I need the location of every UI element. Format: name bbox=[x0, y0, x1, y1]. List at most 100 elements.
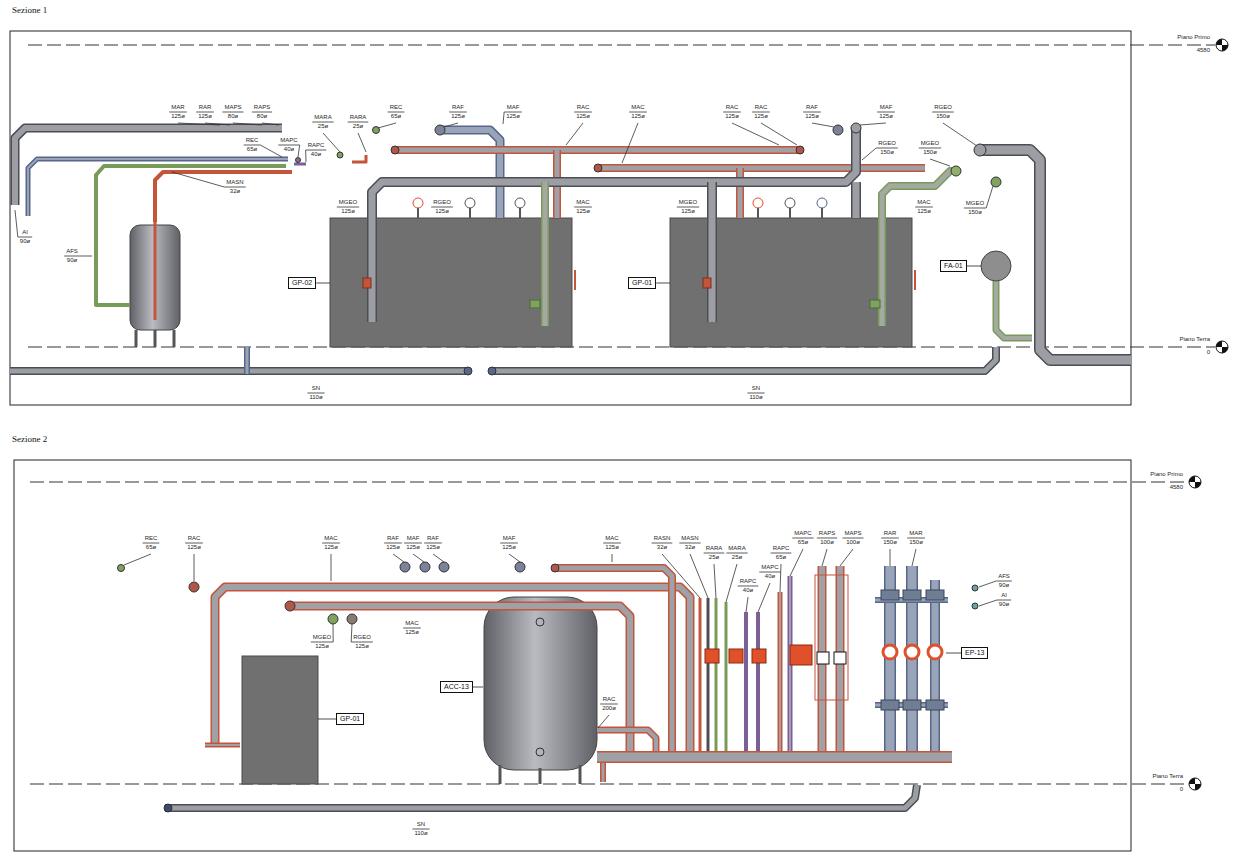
circulator-pump bbox=[705, 649, 719, 663]
pipe-end bbox=[551, 564, 559, 572]
pipe-code: SN bbox=[417, 821, 425, 828]
pipe-outline bbox=[598, 164, 925, 172]
pipe-code: RGEO bbox=[878, 140, 896, 147]
pipe-diameter: 65ø bbox=[146, 544, 156, 551]
pipe-outline bbox=[756, 612, 760, 752]
level-line bbox=[28, 45, 1215, 46]
pipe-outline bbox=[980, 150, 1131, 360]
tag-underline bbox=[278, 145, 299, 146]
section-title: Sezione 1 bbox=[12, 5, 47, 16]
pipe-outline bbox=[372, 128, 856, 322]
valve-body bbox=[926, 700, 944, 710]
pipe-body bbox=[996, 281, 1032, 338]
leader-line bbox=[233, 123, 262, 125]
pipe-diameter: 32ø bbox=[685, 544, 695, 551]
tag-underline bbox=[997, 600, 1011, 601]
leader-line bbox=[862, 148, 876, 160]
tag-underline bbox=[738, 586, 759, 587]
pipe-diameter: 125ø bbox=[405, 629, 419, 636]
tag-underline bbox=[412, 829, 429, 830]
pipe-outline bbox=[778, 592, 783, 752]
pipe-diameter: 25ø bbox=[732, 554, 742, 561]
leader-line bbox=[780, 564, 781, 592]
tag-underline bbox=[932, 112, 954, 113]
tag-underline bbox=[877, 112, 895, 113]
heat-pump-body bbox=[242, 656, 318, 784]
valve bbox=[703, 278, 711, 288]
pipe-diameter: 40ø bbox=[311, 151, 321, 158]
tag-underline bbox=[915, 207, 933, 208]
valve-body bbox=[926, 590, 944, 600]
pipe-outline bbox=[597, 730, 656, 752]
tag-underline bbox=[252, 112, 272, 113]
pipe-end bbox=[347, 614, 357, 624]
pipe-code: MAC bbox=[576, 199, 589, 206]
pipe-outline bbox=[290, 606, 630, 752]
pipe-code: AI bbox=[22, 229, 28, 236]
pipe-body bbox=[205, 744, 240, 746]
pipe-code: MAPS bbox=[844, 530, 861, 537]
pipe-diameter: 110ø bbox=[309, 394, 322, 401]
pipe-code: REC bbox=[145, 535, 158, 542]
tag-underline bbox=[64, 256, 80, 257]
pipe-outline bbox=[10, 367, 468, 375]
pipe-diameter: 150ø bbox=[883, 539, 897, 546]
leader-line bbox=[930, 159, 950, 166]
level-label: Piano Terra bbox=[1179, 336, 1210, 343]
leader-line bbox=[662, 554, 700, 598]
pipe-diameter: 125ø bbox=[879, 113, 893, 120]
tag-underline bbox=[185, 543, 203, 544]
pipe-code: MGEO bbox=[313, 634, 331, 641]
tag-leader bbox=[473, 687, 483, 688]
section-frame bbox=[14, 460, 1131, 851]
pipe-diameter: 125ø bbox=[426, 544, 440, 551]
level-label: 4580 bbox=[1170, 484, 1183, 491]
pipe-diameter: 40ø bbox=[284, 146, 294, 153]
tag-leader bbox=[316, 283, 330, 284]
pipe-body bbox=[597, 753, 952, 762]
pipe-end bbox=[851, 123, 861, 133]
pipe-code: RARA bbox=[706, 545, 723, 552]
leader-line bbox=[433, 554, 444, 562]
pipe-code: RARA bbox=[350, 114, 367, 121]
pipe-end bbox=[974, 144, 986, 156]
pipe-diameter: 125ø bbox=[631, 113, 645, 120]
pump-ring bbox=[928, 645, 942, 659]
tag-underline bbox=[143, 543, 160, 544]
pipe-code: RAC bbox=[726, 104, 739, 111]
tag-leader bbox=[967, 266, 981, 267]
pipe-end bbox=[464, 367, 472, 375]
tag-underline bbox=[677, 207, 699, 208]
tag-underline bbox=[881, 538, 899, 539]
pipe-code: AFS bbox=[66, 248, 78, 255]
tag-text: FA-01 bbox=[944, 262, 963, 270]
tag-underline bbox=[311, 642, 333, 643]
circulator-pump bbox=[834, 652, 846, 664]
leader-line bbox=[503, 112, 504, 124]
pump-frame bbox=[815, 575, 848, 700]
pipe-body bbox=[290, 606, 630, 752]
pipe-diameter: 125ø bbox=[451, 113, 465, 120]
pipe-diameter: 125ø bbox=[171, 113, 185, 120]
pipe-code: MAF bbox=[880, 104, 893, 111]
pipe-outline bbox=[492, 347, 996, 371]
pipe-code: RGEO bbox=[353, 634, 371, 641]
pipe-diameter: 80ø bbox=[228, 113, 238, 120]
tag-underline bbox=[726, 553, 747, 554]
leader-line bbox=[378, 123, 396, 128]
gauge bbox=[465, 198, 475, 208]
pipe-diameter: 125ø bbox=[917, 208, 931, 215]
pipe-diameter: 125ø bbox=[681, 208, 695, 215]
pipe-diameter: 40ø bbox=[765, 573, 775, 580]
tag-underline bbox=[384, 543, 402, 544]
valve-body bbox=[881, 590, 899, 600]
leader-line bbox=[333, 624, 334, 642]
pipe-body bbox=[492, 347, 996, 371]
equipment-tag: ACC-13 bbox=[440, 681, 473, 693]
tag-underline bbox=[996, 581, 1012, 582]
pipe-code: REC bbox=[246, 137, 259, 144]
pipe-code: MAR bbox=[171, 104, 184, 111]
leader-line bbox=[761, 123, 797, 145]
pipe-outline bbox=[725, 602, 728, 752]
leader-line bbox=[205, 123, 230, 125]
